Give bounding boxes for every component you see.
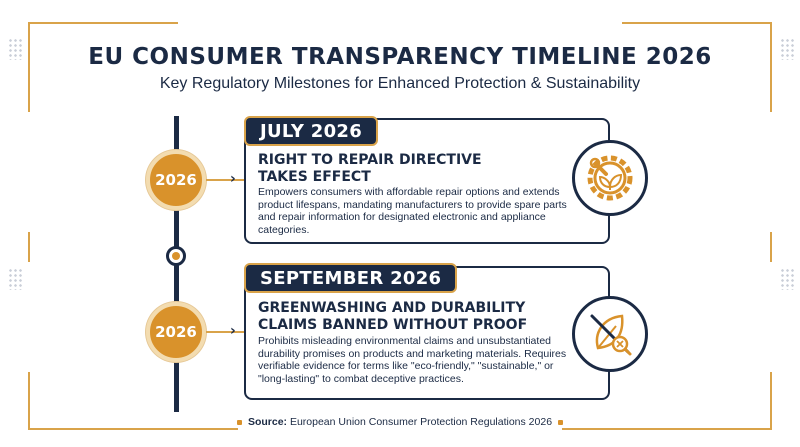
bullet-icon	[558, 419, 564, 425]
milestone-title-2a: GREENWASHING AND DURABILITY	[258, 300, 526, 316]
year-badge-label: 2026	[155, 171, 197, 189]
frame-line-top-left-vertical	[28, 22, 30, 112]
connector-line-milestone-1	[206, 179, 244, 181]
milestone-icon-circle-1	[572, 140, 648, 216]
frame-line-bottom-left-vertical	[28, 372, 30, 430]
milestone-title-1b: TAKES EFFECT	[258, 169, 371, 185]
frame-line-left-mid	[28, 232, 30, 262]
decor-dots-bottom-right	[780, 268, 796, 290]
source-text: European Union Consumer Protection Regul…	[289, 416, 553, 428]
frame-line-top-left	[28, 22, 178, 24]
frame-line-bottom-left	[28, 428, 238, 430]
milestone-date-tab-2: SEPTEMBER 2026	[244, 263, 458, 293]
milestone-date: JULY 2026	[260, 120, 363, 142]
milestone-title-2b: CLAIMS BANNED WITHOUT PROOF	[258, 317, 528, 333]
year-badge-milestone-2: 2026	[146, 302, 206, 362]
page-title: EU CONSUMER TRANSPARENCY TIMELINE 2026	[88, 44, 712, 70]
decor-dots-top-left	[8, 38, 24, 60]
frame-line-bottom-right-vertical	[770, 372, 772, 430]
connector-line-milestone-2	[206, 331, 244, 333]
frame-line-right-mid	[770, 232, 772, 262]
milestone-description-1: Empowers consumers with affordable repai…	[258, 186, 567, 236]
crossed-leaf-magnifier-icon	[590, 314, 632, 356]
year-badge-label: 2026	[155, 323, 197, 341]
frame-line-bottom-right	[562, 428, 772, 430]
decor-dots-bottom-left	[8, 268, 24, 290]
timeline-midpoint-marker	[166, 246, 186, 266]
frame-line-top-right	[622, 22, 772, 24]
gear-wrench-leaf-icon	[587, 155, 633, 201]
source-label: Source:	[247, 416, 288, 428]
milestone-description-2: Prohibits misleading environmental claim…	[258, 335, 567, 385]
page-subtitle: Key Regulatory Milestones for Enhanced P…	[159, 75, 641, 92]
milestone-date: SEPTEMBER 2026	[260, 267, 442, 289]
year-badge-milestone-1: 2026	[146, 150, 206, 210]
chevron-right-icon: ›	[230, 171, 236, 187]
frame-line-top-right-vertical	[770, 22, 772, 112]
bullet-icon	[236, 419, 242, 425]
milestone-icon-circle-2	[572, 296, 648, 372]
milestone-date-tab-1: JULY 2026	[244, 116, 379, 146]
chevron-right-icon: ›	[230, 323, 236, 339]
source-footnote: Source: European Union Consumer Protecti…	[0, 416, 800, 428]
milestone-title-1a: RIGHT TO REPAIR DIRECTIVE	[258, 152, 482, 168]
decor-dots-top-right	[780, 38, 796, 60]
